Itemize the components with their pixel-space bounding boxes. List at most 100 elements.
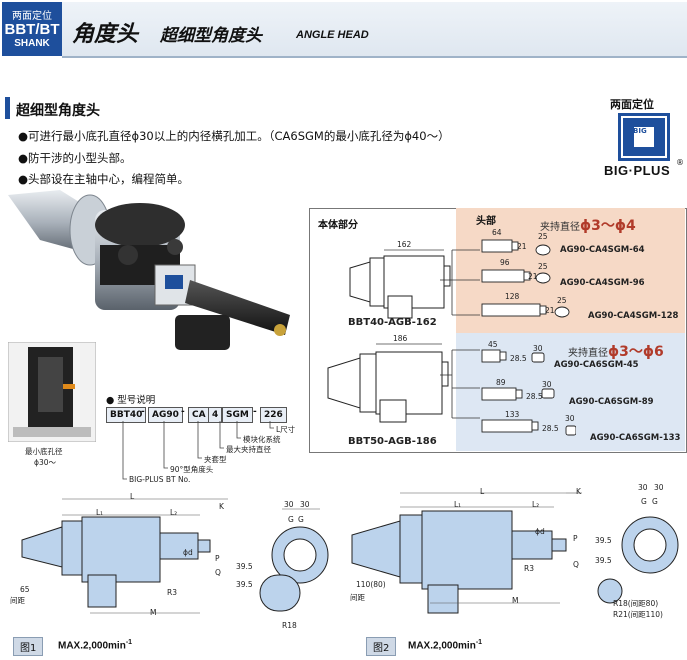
body40-model: BBT40-AGB-162 (348, 317, 437, 328)
feature-bullet-1: ●可进行最小底孔直径ϕ30以上的内径横孔加工。（CA6SGM的最小底孔径为ϕ40… (18, 129, 450, 143)
fig2-L2: L₂ (532, 500, 540, 509)
fig1-spacing-val: 65 (20, 585, 30, 594)
fig1-30b: 30 (300, 500, 310, 509)
fig1-tag: 图1 (13, 637, 44, 656)
model-note-length: L尺寸 (276, 425, 296, 434)
head3-len: 128 (505, 292, 520, 301)
fig1-L2: L₂ (170, 508, 178, 517)
code-dash: - (253, 407, 257, 417)
head4-len: 45 (488, 340, 498, 349)
fig2-R3: R3 (524, 564, 534, 573)
model-note-collet: 夹套型 (204, 455, 227, 464)
shank-badge: 两面定位 BBT/BT SHANK (2, 2, 62, 56)
fig1-395a: 39.5 (236, 562, 253, 571)
fig1-R3: R3 (167, 588, 177, 597)
badge-line2: BBT/BT (4, 21, 60, 38)
fig2-Q: Q (573, 560, 579, 569)
head5-len: 89 (496, 378, 506, 387)
head4-model: AG90-CA6SGM-45 (554, 360, 639, 370)
body50-model: BBT50-AGB-186 (348, 436, 437, 447)
head3-model: AG90-CA4SGM-128 (588, 311, 679, 321)
fig1-G1: G (288, 515, 294, 524)
body40-length: 162 (397, 240, 412, 249)
logo-inner-text: BIG (633, 127, 647, 135)
model-note-angle: 90°型角度头 (170, 465, 214, 474)
badge-line3: SHANK (14, 38, 50, 49)
head6-h: 28.5 (542, 424, 559, 433)
fig2-G1: G (641, 497, 647, 506)
fig2-M: M (512, 596, 519, 605)
fig2-R21: R21(间距110) (613, 610, 663, 619)
fig2-G2: G (652, 497, 658, 506)
head6-model: AG90-CA6SGM-133 (590, 433, 681, 443)
range-prefix: 夹持直径 (540, 222, 580, 233)
fig2-L1: L₁ (454, 500, 462, 509)
fig1-M: M (150, 608, 157, 617)
fig1-d: ϕd (183, 548, 193, 557)
head1-h: 21 (517, 242, 527, 251)
figure2-drawing (351, 492, 679, 614)
range-prefix: 夹持直径 (568, 348, 608, 359)
fig1-max-sup: -1 (125, 639, 133, 646)
head6-len: 133 (505, 410, 520, 419)
fig1-spacing: 间距 (10, 596, 25, 605)
fig1-max: MAX.2,000min-1 (58, 639, 132, 651)
big-plus-logo (618, 113, 670, 161)
head-drawings (481, 239, 576, 436)
body50-length: 186 (393, 334, 408, 343)
fig1-R18: R18 (282, 621, 297, 630)
fig2-spacing: 间距 (350, 593, 365, 602)
code-module: SGM (222, 407, 253, 423)
fig2-max-text: MAX.2,000min (408, 640, 476, 652)
table-head-header: 头部 (476, 216, 496, 227)
code-shank: BBT40 (106, 407, 147, 423)
header-bar (62, 2, 687, 58)
fig2-max-sup: -1 (475, 639, 483, 646)
fig1-G2: G (298, 515, 304, 524)
head1-dia: 25 (538, 232, 548, 241)
page-title: 角度头 (72, 22, 139, 47)
range-ca6-value: ϕ3～ϕ6 (608, 344, 664, 360)
head5-dia: 30 (542, 380, 552, 389)
table-connectors (440, 249, 480, 419)
page-title-en: ANGLE HEAD (296, 29, 369, 41)
model-title: ● 型号说明 (106, 395, 156, 406)
fig2-tag: 图2 (366, 637, 397, 656)
feature-bullet-2: ●防干涉的小型头部。 (18, 151, 132, 165)
fig2-P: P (573, 534, 578, 543)
fig2-R18: R18(间距80) (613, 599, 659, 608)
head2-dia: 25 (538, 262, 548, 271)
head5-model: AG90-CA6SGM-89 (569, 397, 654, 407)
fig1-395b: 39.5 (236, 580, 253, 589)
section-marker (5, 97, 10, 119)
page-subtitle: 超细型角度头 (160, 26, 262, 46)
head2-h: 21 (528, 272, 538, 281)
logo-caption: 两面定位 (610, 98, 654, 111)
angle-head-photo (8, 190, 290, 350)
range-ca4-value: ϕ3～ϕ4 (580, 218, 636, 234)
model-note-module: 模块化系统 (243, 435, 281, 444)
head4-h: 28.5 (510, 354, 527, 363)
model-note-shank: BIG-PLUS BT No. (129, 475, 191, 484)
logo-name: BIG·PLUS (604, 163, 671, 178)
fig1-P: P (215, 554, 220, 563)
section-title: 超细型角度头 (16, 103, 100, 119)
head6-dia: 30 (565, 414, 575, 423)
code-dash: - (141, 407, 145, 417)
code-head-type: AG90 (148, 407, 183, 423)
fig1-L1: L₁ (96, 508, 104, 517)
model-note-max-dia: 最大夹持直径 (226, 445, 271, 454)
fig2-30b: 30 (654, 483, 664, 492)
bore-inset-photo (8, 342, 96, 442)
fig2-395b: 39.5 (595, 536, 612, 545)
fig1-L: L (130, 492, 135, 501)
logo-registered: ® (676, 158, 684, 167)
range-ca4: 夹持直径ϕ3～ϕ4 (540, 215, 636, 235)
code-max-dia: 4 (208, 407, 223, 423)
head3-h: 21 (545, 306, 555, 315)
feature-bullet-3: ●头部设在主轴中心，编程简单。 (18, 172, 190, 186)
code-dash: - (181, 407, 185, 417)
head3-dia: 25 (557, 296, 567, 305)
body-drawings (327, 249, 451, 423)
fig1-max-text: MAX.2,000min (58, 640, 126, 652)
